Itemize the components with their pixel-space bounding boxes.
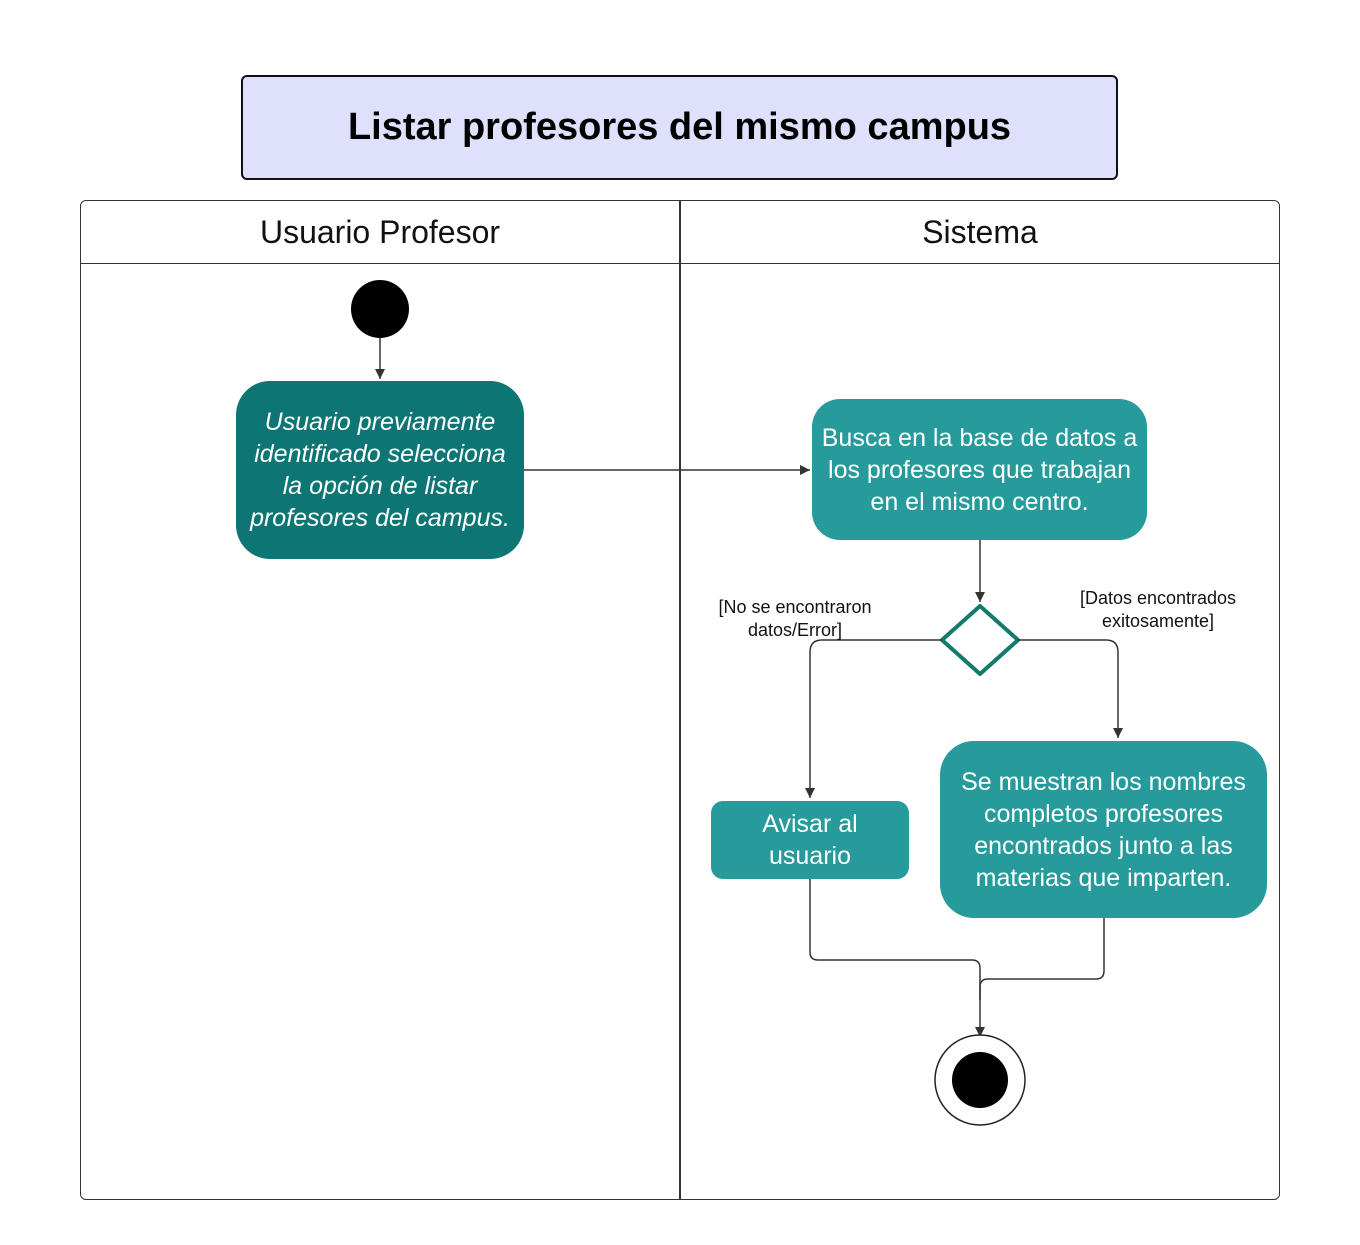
final-node (952, 1052, 1008, 1108)
swimlane-system-header: Sistema (681, 201, 1279, 264)
guard-no-data: [No se encontraron datos/Error] (718, 597, 872, 640)
activity-search-database: Busca en la base de datos a los profesor… (812, 399, 1147, 540)
guard-data-found: [Datos encontrados exitosamente] (1079, 588, 1237, 631)
activity-select-option: Usuario previamente identificado selecci… (236, 381, 524, 559)
activity-warn-user: Avisar al usuario (711, 801, 909, 879)
flow-decision-to-show (1018, 639, 1123, 738)
initial-node (351, 280, 409, 338)
flow-decision-to-warn (805, 639, 942, 798)
flow-warn-to-merge (809, 879, 981, 1000)
swimlane-user-header: Usuario Profesor (81, 201, 679, 264)
decision-diamond (940, 604, 1020, 676)
flow-show-to-end (975, 918, 1105, 1037)
activity-show-results: Se muestran los nombres completos profes… (940, 741, 1267, 918)
diagram-title: Listar profesores del mismo campus (241, 75, 1118, 180)
